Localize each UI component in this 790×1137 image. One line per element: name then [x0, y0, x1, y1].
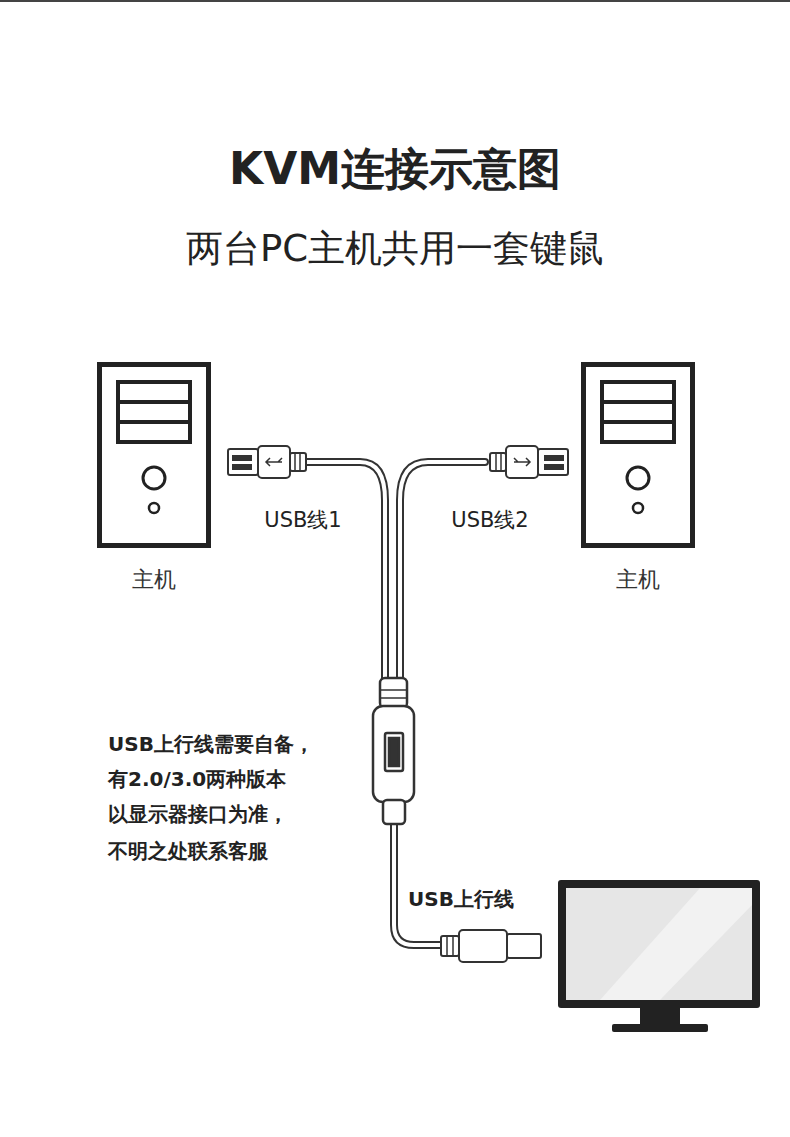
cable-label: USB线2 [451, 506, 528, 534]
usb-plug-left [228, 446, 306, 478]
host-label: 主机 [97, 565, 211, 595]
usb-upstream-plug [441, 930, 541, 962]
note-line: 以显示器接口为准， [108, 801, 288, 828]
pc-host: 主机 [581, 362, 695, 599]
title: KVM连接示意图 [229, 140, 561, 199]
pc-host: 主机 [97, 362, 211, 599]
pc-tower [97, 362, 211, 548]
note-line: USB上行线需要自备， [108, 731, 314, 758]
host-label: 主机 [581, 565, 695, 595]
pc-tower [581, 362, 695, 548]
monitor [558, 880, 760, 1032]
usb-plug-right [490, 446, 568, 478]
note-line: 有2.0/3.0两种版本 [108, 766, 286, 793]
usb-cables [305, 462, 485, 945]
note-line: 不明之处联系客服 [108, 838, 268, 865]
cable-label: USB上行线 [408, 886, 514, 913]
top-rule [0, 0, 790, 2]
cable-label: USB线1 [264, 506, 341, 534]
kvm-switch [373, 678, 414, 824]
subtitle: 两台PC主机共用一套键鼠 [186, 224, 604, 274]
